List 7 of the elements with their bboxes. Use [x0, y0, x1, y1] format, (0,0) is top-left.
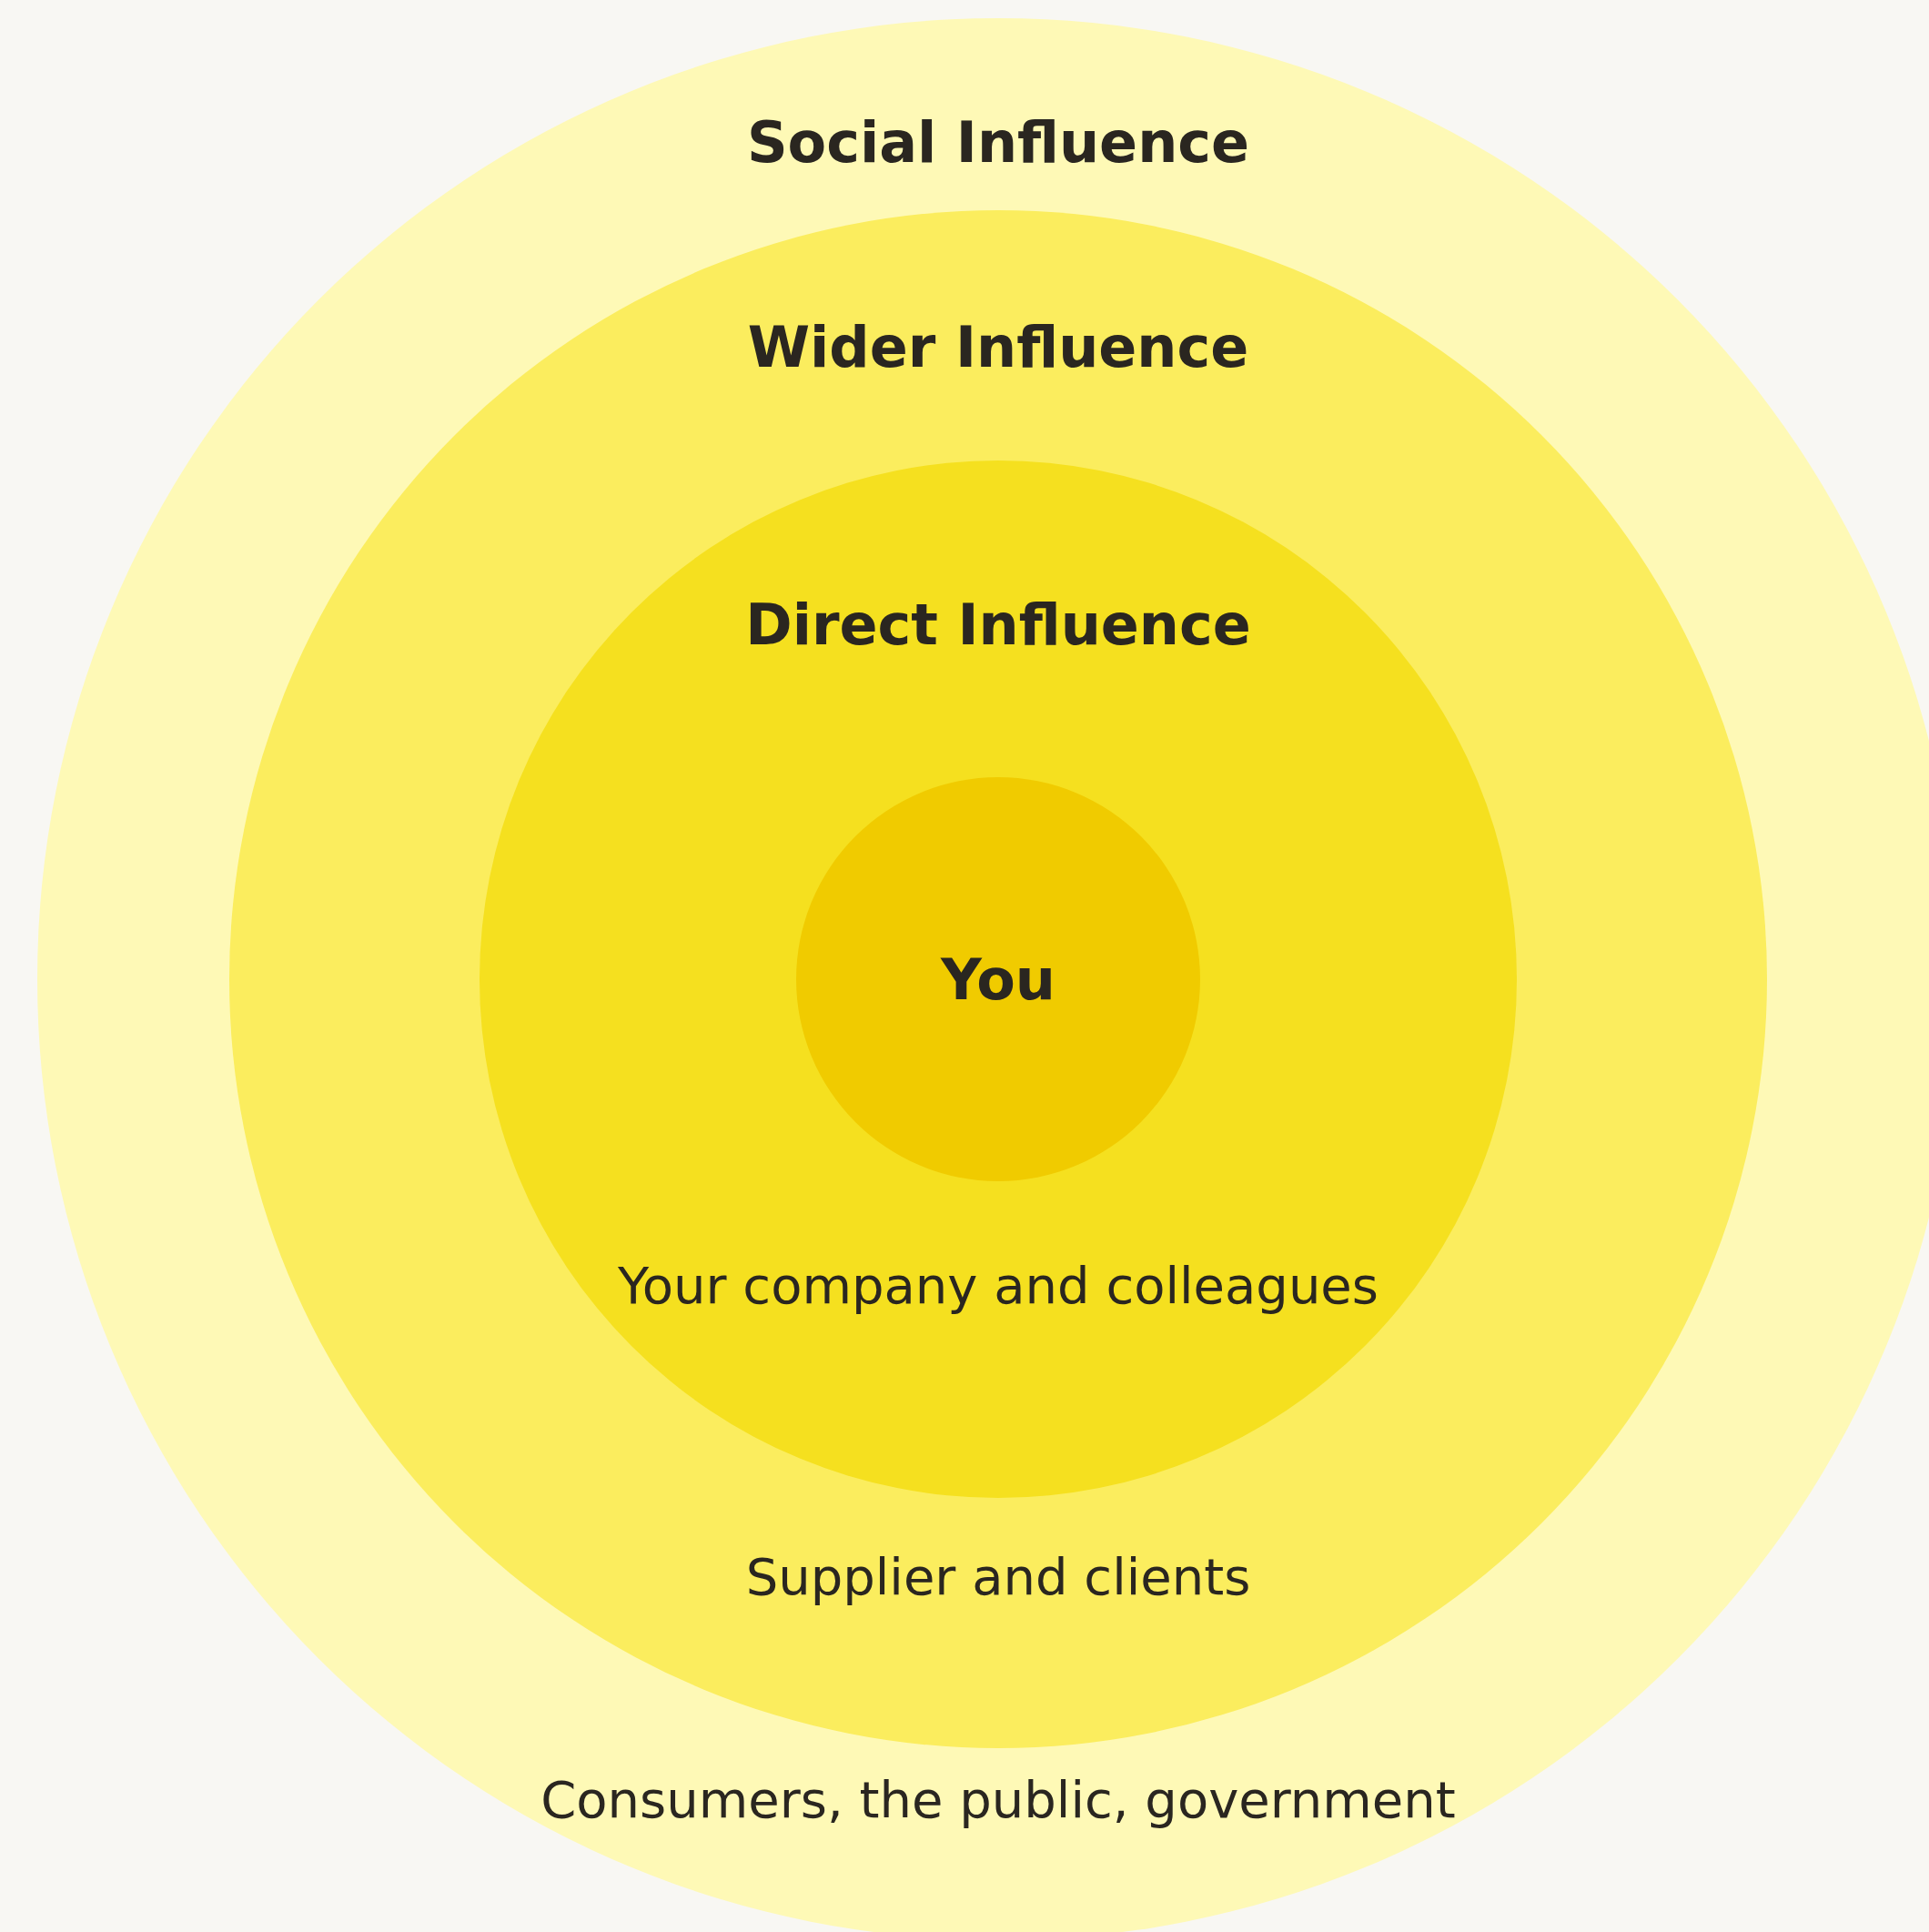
ring-heading: You [941, 946, 1055, 1013]
ring-heading: Wider Influence [747, 314, 1249, 380]
ring-description: Your company and colleagues [618, 1256, 1379, 1315]
ring-heading: Social Influence [746, 109, 1250, 176]
ring-heading: Direct Influence [745, 592, 1251, 658]
ring-description: Supplier and clients [745, 1547, 1251, 1606]
ring-description: Consumers, the public, government [540, 1770, 1456, 1829]
